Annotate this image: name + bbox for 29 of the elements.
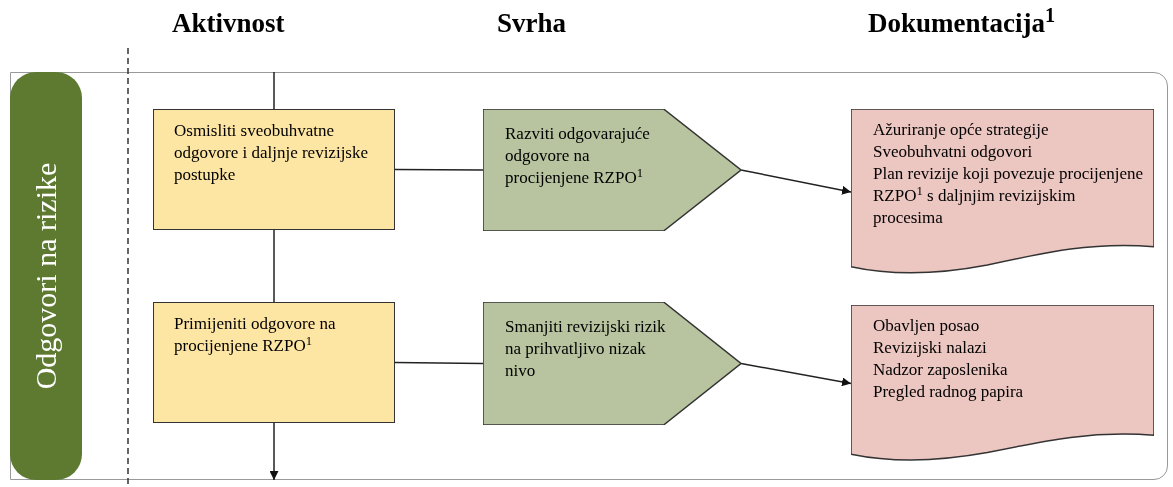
lane-title: Odgovori na rizike [31,162,61,390]
activity-box [153,109,395,230]
document-item: Nadzor zaposlenika [873,359,1009,381]
activity-box [153,302,395,423]
node-text: Primijeniti odgovore na procijenjene RZPO$^{1}$ [174,313,337,357]
purpose-pentagon [483,109,741,231]
connector-line [394,361,484,365]
connector-line [394,168,484,171]
arrow [740,362,852,387]
arrow [269,422,279,481]
purpose-pentagon [483,302,741,425]
column-heading: Svrha [497,10,567,37]
document-item: Plan revizije koji povezuje procijenjene RZPO$^{1}$ s daljnjim revizijskim procesima [873,163,1144,229]
connector-line [273,229,275,303]
arrow [740,169,852,195]
document-item: Ažuriranje opće strategije [873,119,1050,141]
document-item: Sveobuhvatni odgovori [873,141,1034,163]
document-shape [851,305,1154,462]
column-heading: Dokumentacija$^{1}$ [868,10,1056,37]
node-text: Smanjiti revizijski rizik na prihvatljivo nizak nivo [505,316,667,382]
column-heading: Aktivnost [172,10,285,37]
node-text: Razviti odgovarajuće odgovore na procijenjene RZPO$^{1}$ [505,123,651,189]
document-item: Obavljen posao [873,315,981,337]
connector-line [273,71,275,110]
lane-label-pill [10,72,82,480]
document-item: Pregled radnog papira [873,381,1025,403]
document-item: Revizijski nalazi [873,337,988,359]
node-text: Osmisliti sveobuhvatne odgovore i daljnje revizijske postupke [174,120,370,186]
document-shape [851,109,1154,275]
